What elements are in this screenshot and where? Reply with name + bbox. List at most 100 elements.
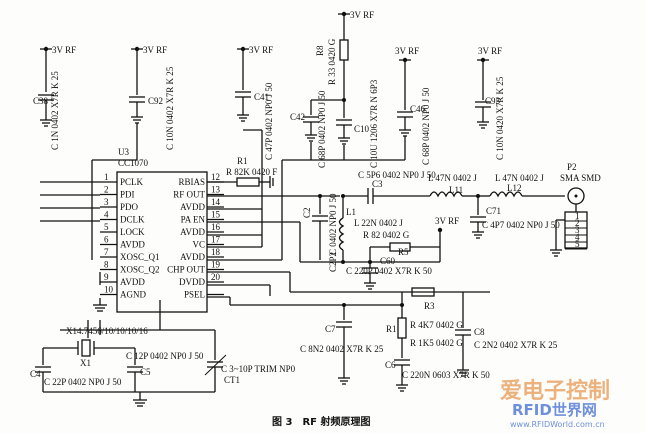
r8-value: R 33 0420 G	[327, 38, 337, 85]
c4-value: C 22P 0402 NP0 J 50	[44, 377, 122, 387]
supply-node-7: 3V RF	[435, 216, 459, 262]
supply-node-5: 3V RF	[395, 46, 419, 110]
ic-right-pin-label: CHP OUT	[167, 265, 205, 275]
c41-ref: C41	[254, 92, 269, 102]
ic-left-pin-number: 7	[104, 247, 109, 257]
c2-ref: C2	[302, 207, 312, 218]
supply-label: 3V RF	[350, 10, 374, 20]
ic-part: CC1070	[118, 158, 149, 168]
ic-left-pin-label: PCLK	[120, 177, 144, 187]
r8-ref: R8	[315, 45, 325, 56]
supply-node-6: 3V RF	[477, 46, 502, 100]
c2-value: C 0402 NP0 J 50	[328, 193, 338, 255]
ic-right-pin-number: 13	[211, 185, 221, 195]
sma-pin-number: 4	[575, 232, 580, 242]
sma-pin-number: 1	[575, 211, 580, 221]
c71-value: C 4P7 0402 NP0 J 50	[482, 220, 560, 230]
capacitor-c42: C42 C 68P 0402 NP0 J 50	[290, 90, 346, 168]
ic-left-pin-label: XOSC_Q1	[120, 252, 160, 262]
c60-ref: C60	[380, 256, 396, 266]
capacitor-c2: C 0402 NP0 J 50 C2	[302, 193, 338, 260]
ic-right-pin-label: RF OUT	[173, 190, 205, 200]
r1k5-ref: R1	[386, 324, 397, 334]
ic-right-pin-number: 12	[211, 172, 220, 182]
capacitor-c10: C10 C 10U 1206 X7R N 6P3	[336, 79, 379, 168]
inductor-l11: L 47N 0402 J L11	[428, 173, 478, 198]
ic-left-pin-number: 4	[104, 210, 109, 220]
c38-ref: C38	[33, 96, 49, 106]
c46-ref: C46	[410, 104, 426, 114]
l12-ref: L12	[507, 183, 522, 193]
ct1-ref: CT1	[224, 375, 240, 385]
c6-ref: C6	[385, 360, 396, 370]
capacitor-c92: C92 C 10N 0402 X7R K 25	[129, 66, 175, 150]
ic-left-pin-number: 5	[104, 222, 109, 232]
ic-right-pin-label: RBIAS	[178, 177, 205, 187]
resistor-r5: R 82 0402 G R5	[363, 230, 440, 264]
ic-right-pin-label: PSEL	[184, 290, 205, 300]
c7-ref: C7	[325, 324, 336, 334]
ic-left-pin-label: AVDD	[120, 277, 145, 287]
x1-ref: X1	[80, 358, 91, 368]
r1-value: R 82K 0420 F	[226, 167, 277, 177]
inductor-l12: L 47N 0402 J L12	[476, 173, 565, 198]
ic-left-pin-label: PDI	[120, 190, 135, 200]
supply-label: 3V RF	[395, 46, 419, 56]
capacitor-c8: C8 C 2N2 0402 X7R K 25	[455, 292, 558, 377]
ic-left-pin-number: 1	[104, 172, 109, 182]
resistor-r1: R1 R 82K 0420 F	[207, 156, 277, 188]
ic-right-pin-label: DVDD	[179, 277, 205, 287]
c71-ref: C71	[486, 206, 501, 216]
c60-value: C 220P 0402 X7R K 50	[346, 266, 432, 276]
c3-ref: C3	[372, 179, 383, 189]
agnd-ground	[93, 298, 107, 312]
ic-right-pin-label: PA EN	[181, 215, 206, 225]
watermark-site: RFID世界网	[512, 401, 597, 419]
r5-value: R 82 0402 G	[363, 230, 410, 240]
rf-out-net: C 5P6 0402 NP0 J 50 C3	[207, 170, 436, 204]
ic-right-pin-number: 18	[211, 247, 221, 257]
ic-left-pin-label: AGND	[120, 290, 146, 300]
r1k5-value: R 1K5 0402 G	[410, 338, 463, 348]
resistor-r1k5: R1 R 1K5 0402 G	[386, 324, 463, 348]
supply-node-2: 3V RF	[131, 45, 167, 95]
l12-value: L 47N 0402 J	[495, 173, 544, 183]
c93-value: C 10N 0420 X7R K 25	[495, 76, 505, 160]
xtal-ground	[133, 392, 147, 407]
supply-label: 3V RF	[249, 45, 273, 55]
ic-left-pin-number: 10	[104, 285, 114, 295]
ic-left-pin-number: 3	[104, 197, 109, 207]
c42-ref: C42	[290, 112, 305, 122]
capacitor-c41: C41 C 47P 0402 NP0 J 50	[235, 82, 274, 160]
capacitor-c5: C5 C 12P 0402 NP0 J 50	[126, 351, 204, 392]
ic-right-pin-label: AVDD	[180, 202, 205, 212]
watermark-logo: 爱电子控制 RFID世界网 www.RFIDWorld.com.cn	[500, 378, 610, 429]
ic-right-pin-number: 15	[211, 210, 221, 220]
ic-right-pin-number: 19	[211, 260, 221, 270]
ic-cc1070: U3 CC1070 PCLK1PDI2PDO3DCLK4LOCK5AVDD6XO…	[100, 147, 224, 313]
resistor-r3: R3	[411, 287, 435, 311]
resistor-r4: R 4K7 0402 G	[397, 292, 463, 358]
capacitor-c2p2-label: C2P2	[328, 252, 338, 272]
c93-ref: C93	[485, 96, 501, 106]
l1-value: L 22N 0402 J	[354, 218, 403, 228]
c12-value: C 12P 0402 NP0 J 50	[126, 351, 204, 361]
c8-value: C 2N2 0402 X7R K 25	[474, 340, 558, 350]
p2-value: SMA SMD	[560, 173, 601, 183]
r5-ref: R5	[398, 247, 409, 257]
supply-node-4: 3V RF	[338, 10, 374, 40]
ic-left-pin-number: 9	[104, 272, 109, 282]
c5-ref: C5	[140, 367, 151, 377]
sma-pin-number: 5	[575, 239, 580, 249]
c92-ref: C92	[148, 96, 163, 106]
capacitor-c60: C60 C 220P 0402 X7R K 50	[346, 256, 432, 290]
watermark-url: www.RFIDWorld.com.cn	[510, 420, 605, 429]
crystal-x1: X14.7456/10/10/10/16 X1	[42, 320, 148, 368]
ic-left-pin-label: DCLK	[120, 215, 145, 225]
c8-ref: C8	[474, 327, 485, 337]
supply-label: 3V RF	[52, 45, 76, 55]
